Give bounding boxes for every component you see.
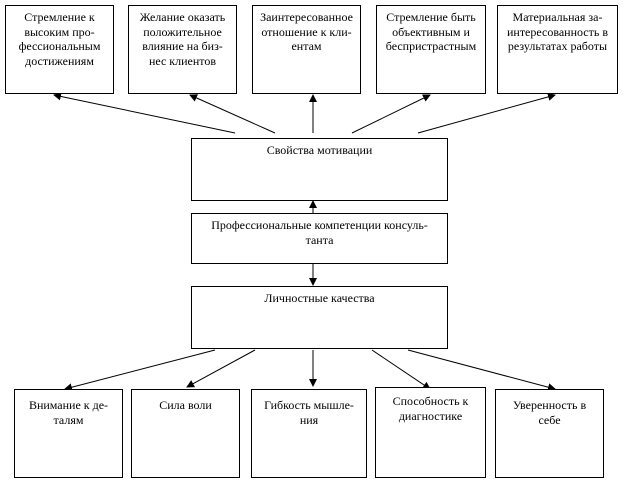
box-label: Сила воли: [159, 398, 212, 412]
box-self-confidence: Уверенность в себе: [495, 389, 604, 478]
box-personal-qualities: Личностные качества: [191, 286, 448, 349]
box-attention-to-detail: Внимание к де- талям: [14, 389, 123, 478]
box-diagnostic-ability: Способность к диагностике: [375, 387, 486, 478]
arrow-to-business-impact: [189, 94, 276, 134]
box-label: Желание оказать положительное влияние на…: [139, 10, 226, 68]
box-willpower: Сила воли: [131, 389, 240, 478]
arrow-to-objectivity: [351, 94, 431, 134]
box-motivation-properties: Свойства мотивации: [191, 138, 448, 201]
box-client-interest: Заинтересованное отношение к кли- ентам: [252, 5, 361, 94]
box-label: Профессиональные компетенции консуль- та…: [211, 218, 428, 247]
box-label: Способность к диагностике: [392, 394, 469, 423]
box-label: Свойства мотивации: [266, 143, 373, 157]
arrow-to-confidence: [407, 349, 556, 392]
box-label: Стремление к высоким про- фессиональным …: [18, 10, 101, 68]
arrow-to-attention: [64, 349, 216, 392]
arrow-to-willpower: [186, 349, 256, 388]
box-professional-competences: Профессиональные компетенции консуль- та…: [191, 213, 448, 264]
box-label: Материальная за- интересованность в резу…: [506, 10, 609, 53]
box-business-impact: Желание оказать положительное влияние на…: [128, 5, 237, 94]
box-label: Уверенность в себе: [512, 398, 587, 427]
box-label: Внимание к де- талям: [28, 398, 109, 427]
arrow-to-achievement: [53, 92, 236, 134]
box-objectivity: Стремление быть объективным и беспристра…: [376, 5, 486, 94]
box-material-interest: Материальная за- интересованность в резу…: [497, 5, 618, 94]
box-label: Заинтересованное отношение к кли- ентам: [260, 10, 353, 53]
arrow-to-material-interest: [417, 93, 556, 134]
box-thinking-flexibility: Гибкость мышле- ния: [251, 389, 367, 478]
box-label: Стремление быть объективным и беспристра…: [385, 10, 477, 53]
box-professional-achievement: Стремление к высоким про- фессиональным …: [5, 5, 114, 94]
box-label: Гибкость мышле- ния: [264, 398, 354, 427]
box-label: Личностные качества: [264, 291, 375, 305]
arrow-to-diagnostics: [371, 349, 431, 390]
